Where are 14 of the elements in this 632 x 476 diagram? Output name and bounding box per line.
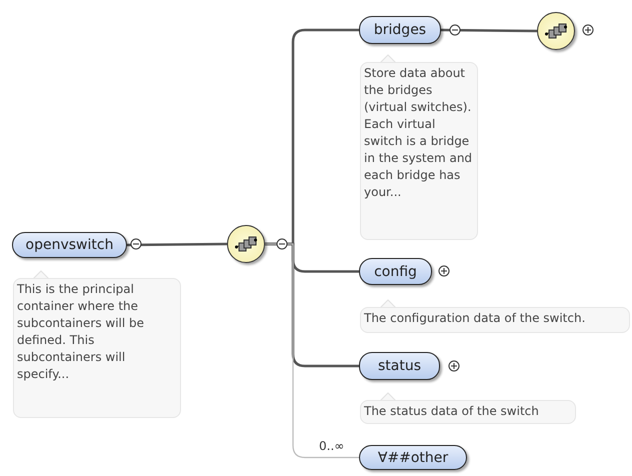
element-box: openvswitch [12, 232, 127, 258]
element-box: status [359, 352, 440, 380]
connector-line [265, 243, 359, 458]
connector-line [265, 242, 359, 368]
sequence-compositor [227, 225, 265, 263]
annotation-callout: This is the principal container where the subcontainers will be defined. This subcontainers will specify... [13, 278, 181, 418]
annotation-callout: Store data about the bridges (virtual switches). Each virtual switch is a bridge in the system and each bridge has your... [360, 62, 478, 240]
connector-line [126, 242, 228, 246]
element-box: bridges [359, 16, 441, 44]
sequence-compositor [537, 12, 575, 50]
element-box: ∀##other [359, 445, 467, 470]
connector-line [440, 28, 538, 32]
element-box: config [359, 258, 432, 285]
edge-label: 0..∞ [319, 439, 344, 453]
